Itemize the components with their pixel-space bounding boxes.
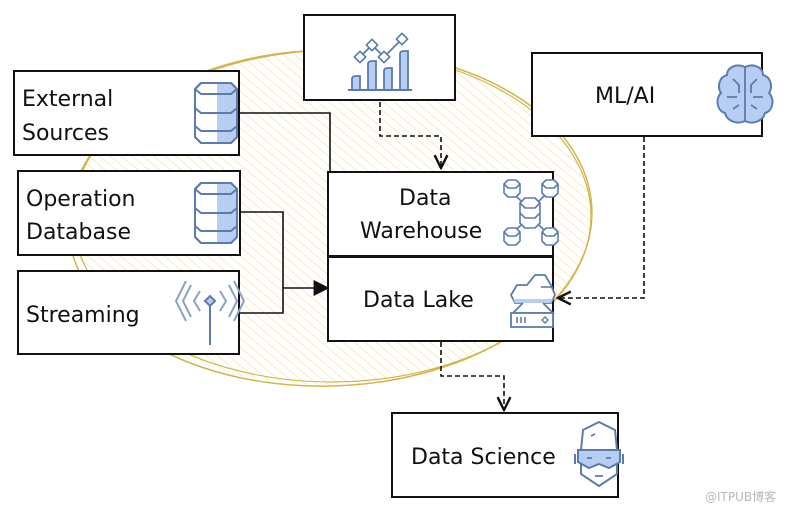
watermark: @ITPUB博客 [705,489,776,504]
node-external-sources[interactable]: External Sources [13,70,240,156]
edge-operation-to-lake [240,211,284,288]
node-label: Data [399,186,452,211]
database-icon [194,82,238,144]
cloud-server-icon [509,274,556,328]
antenna-icon [174,280,246,345]
edge-mlai-to-lake [558,137,645,298]
node-data-science[interactable]: Data Science [391,412,624,498]
node-label: External [22,87,113,112]
distributed-database-icon [503,179,559,246]
node-operation-database[interactable]: Operation Database [17,170,241,256]
brain-icon [716,64,774,124]
node-label: Data Lake [363,288,474,313]
node-analytics[interactable] [303,14,456,101]
node-label: Warehouse [360,219,482,244]
chart-icon [348,32,412,91]
edge-lake-to-science [440,342,504,410]
node-label: Operation [26,187,135,212]
node-label: Sources [22,121,109,146]
node-label: Streaming [26,303,140,328]
node-label: ML/AI [595,84,655,109]
node-streaming[interactable]: Streaming [17,270,246,355]
scientist-face-icon [574,420,624,488]
node-data-lake[interactable]: Data Lake [327,256,556,342]
edge-analytics-to-warehouse [379,102,441,168]
database-icon [194,182,238,244]
node-ml-ai[interactable]: ML/AI [531,52,774,137]
node-label: Database [26,220,131,245]
node-label: Data Science [411,445,556,470]
node-data-warehouse[interactable]: Data Warehouse [327,171,559,257]
edge-streaming-to-lake [240,280,330,314]
